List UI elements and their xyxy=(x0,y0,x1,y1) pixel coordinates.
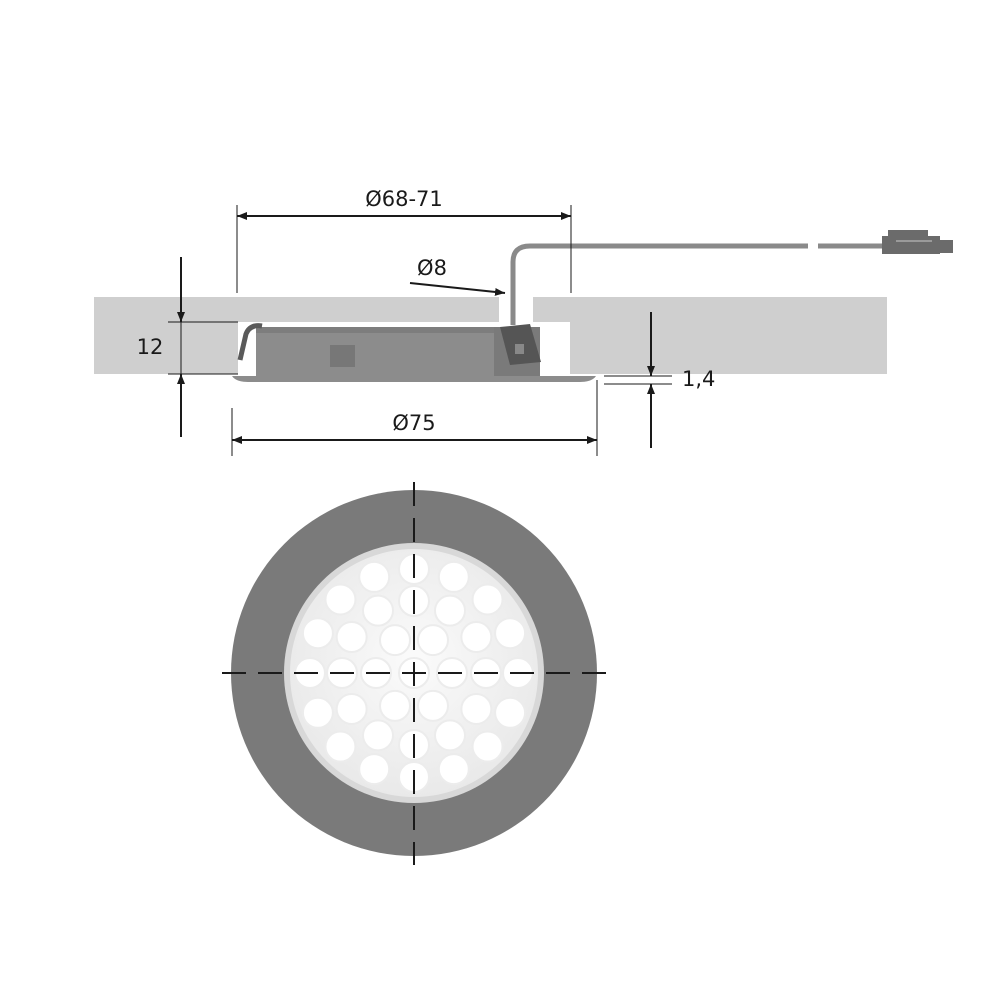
flange xyxy=(232,376,596,382)
led-dot xyxy=(437,753,470,786)
panel-right xyxy=(533,297,887,374)
led-dot xyxy=(460,693,493,725)
cable-clamp-slot xyxy=(515,344,524,354)
led-dot xyxy=(324,583,357,616)
led-dot xyxy=(434,594,466,627)
side-view: Ø68-71 Ø8 12 1,4 Ø75 xyxy=(94,187,953,456)
front-view xyxy=(222,482,606,865)
led-dot xyxy=(379,624,411,657)
label-cutout-diameter: Ø68-71 xyxy=(365,187,443,211)
led-dot xyxy=(417,689,449,722)
led-dot xyxy=(379,689,411,722)
led-dot xyxy=(324,730,357,763)
housing-top xyxy=(256,327,494,333)
housing-detail xyxy=(330,345,355,367)
led-dot xyxy=(471,583,504,616)
led-dot xyxy=(358,560,391,593)
led-dot xyxy=(301,696,334,729)
dimension-arrow xyxy=(409,282,506,296)
spring-clip xyxy=(237,323,263,361)
cable xyxy=(510,243,808,325)
housing-body xyxy=(256,327,494,377)
led-dot xyxy=(471,730,504,763)
led-dot xyxy=(301,617,334,650)
led-dot xyxy=(362,594,394,627)
label-flange-thickness: 1,4 xyxy=(682,367,715,391)
cable-slot xyxy=(499,297,533,323)
led-dot xyxy=(437,560,470,593)
led-dot xyxy=(494,617,527,650)
led-dot xyxy=(362,719,394,752)
led-dot xyxy=(494,696,527,729)
led-dot xyxy=(460,621,493,653)
led-dot xyxy=(335,621,368,653)
led-dot xyxy=(417,624,449,657)
led-dot xyxy=(335,693,368,725)
label-height: 12 xyxy=(137,335,164,359)
label-cable-diameter: Ø8 xyxy=(417,256,447,280)
led-dot xyxy=(358,753,391,786)
connector-plug-icon xyxy=(882,230,953,254)
led-dot xyxy=(434,719,466,752)
label-outer-diameter: Ø75 xyxy=(392,411,435,435)
